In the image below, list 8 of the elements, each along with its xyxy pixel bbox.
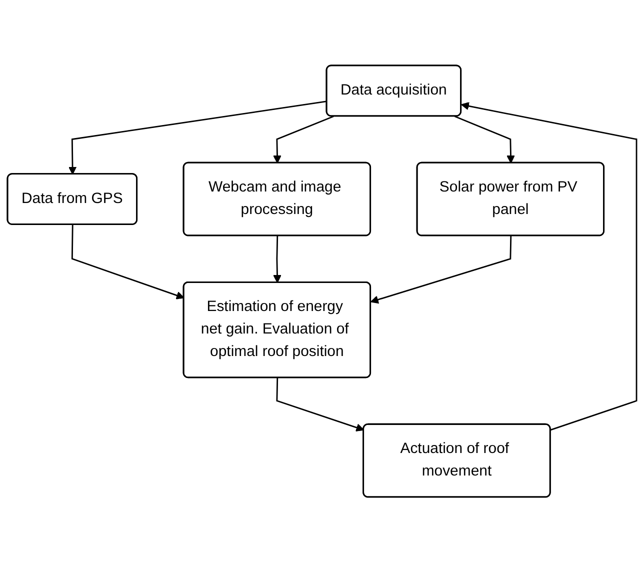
arrow	[460, 102, 638, 430]
arrow	[454, 116, 515, 164]
arrow	[68, 100, 328, 174]
arrow	[276, 378, 364, 432]
arrow	[370, 236, 512, 304]
arrow	[273, 116, 334, 164]
arrow	[71, 224, 184, 300]
arrow	[273, 236, 282, 283]
